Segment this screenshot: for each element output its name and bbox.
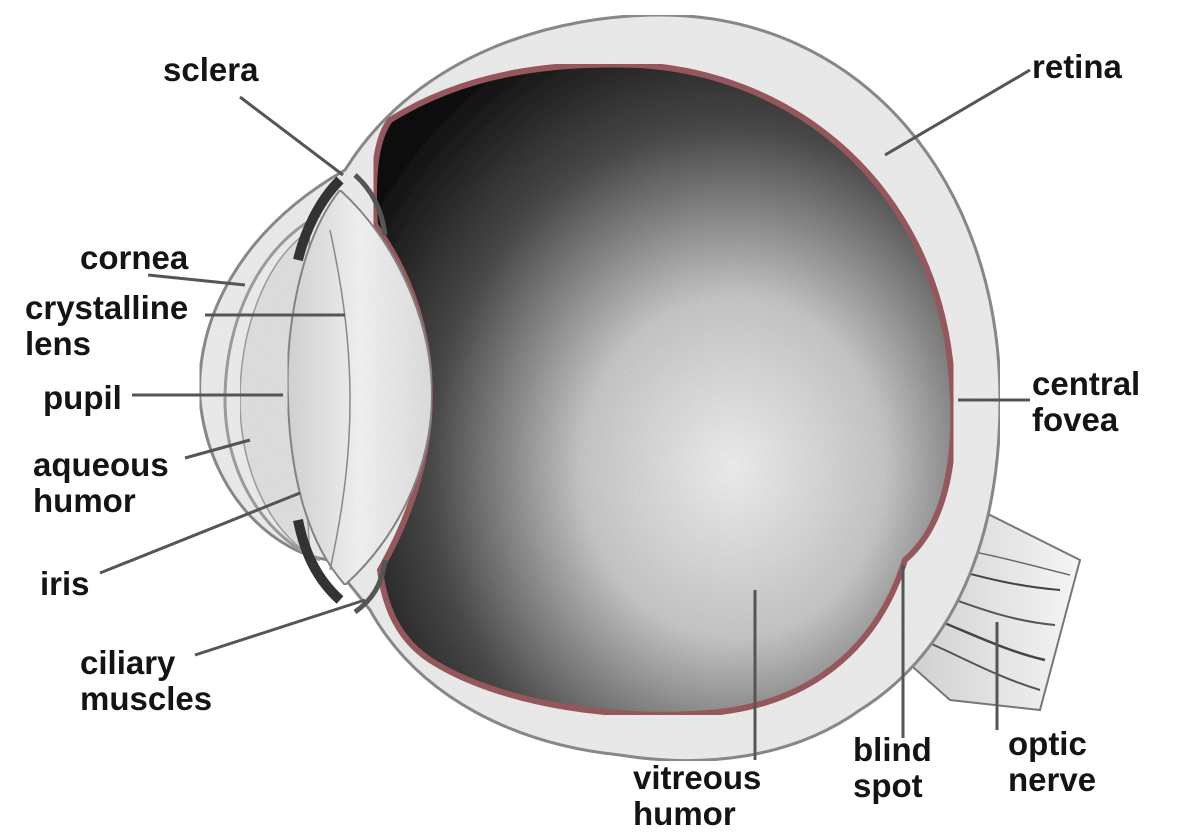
- ciliary-muscles-leader: [195, 600, 365, 655]
- label-spot: spot: [853, 768, 923, 804]
- label-retina: retina: [1032, 49, 1122, 85]
- label-pupil: pupil: [43, 380, 122, 416]
- label-fovea: fovea: [1032, 402, 1118, 438]
- label-ciliary: ciliary: [80, 645, 175, 681]
- label-vitreous: vitreous: [633, 760, 761, 796]
- retina-leader: [885, 70, 1030, 155]
- label-humor-vitreous: humor: [633, 796, 736, 832]
- label-humor-aqueous: humor: [33, 483, 136, 519]
- label-lens: lens: [25, 326, 91, 362]
- label-blind: blind: [853, 732, 932, 768]
- label-crystalline: crystalline: [25, 290, 188, 326]
- label-iris: iris: [40, 566, 90, 602]
- label-cornea: cornea: [80, 240, 188, 276]
- label-nerve: nerve: [1008, 762, 1096, 798]
- sclera-leader: [240, 97, 343, 175]
- label-optic: optic: [1008, 726, 1087, 762]
- label-aqueous: aqueous: [33, 447, 169, 483]
- label-sclera: sclera: [163, 52, 258, 88]
- label-muscles: muscles: [80, 681, 212, 717]
- label-central: central: [1032, 366, 1140, 402]
